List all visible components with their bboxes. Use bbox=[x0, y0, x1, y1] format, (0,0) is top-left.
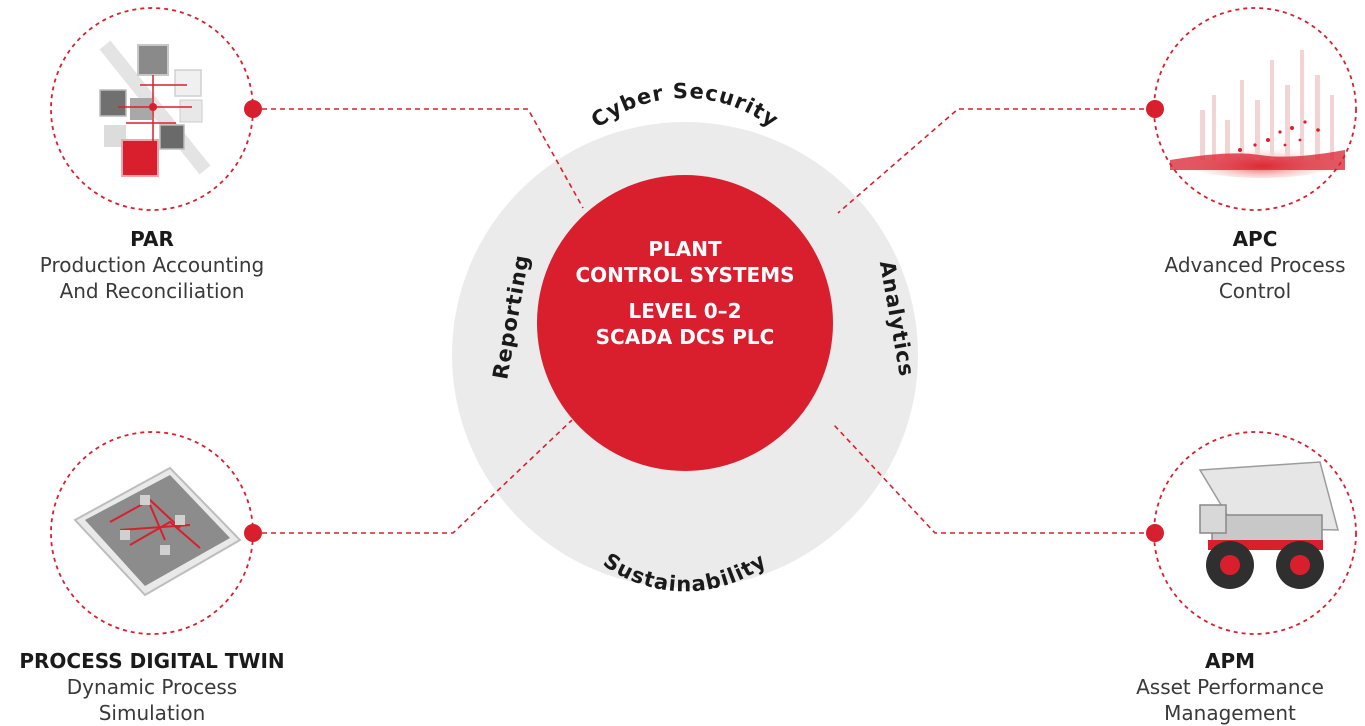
node-apc-label: APC Advanced Process Control bbox=[1105, 226, 1365, 304]
node-par-sub1: Production Accounting bbox=[39, 253, 265, 277]
center-level-line2: SCADA DCS PLC bbox=[595, 325, 775, 349]
node-apc-circle bbox=[1146, 7, 1357, 211]
node-apm-label: APM Asset Performance Management bbox=[1105, 648, 1355, 726]
center-label: PLANT CONTROL SYSTEMS LEVEL 0–2 SCADA DC… bbox=[538, 236, 832, 350]
node-pdt-title: PROCESS DIGITAL TWIN bbox=[19, 649, 285, 673]
node-pdt-label: PROCESS DIGITAL TWIN Dynamic Process Sim… bbox=[2, 648, 302, 726]
node-par-sub2: And Reconciliation bbox=[59, 279, 245, 303]
node-par-title: PAR bbox=[130, 227, 174, 251]
connector-dot-apc bbox=[1146, 100, 1164, 118]
node-apc-sub2: Control bbox=[1218, 279, 1292, 303]
connector-apc bbox=[837, 108, 1153, 214]
center-title-line1: PLANT bbox=[648, 237, 722, 261]
node-apm-sub1: Asset Performance bbox=[1136, 675, 1324, 699]
node-apm-title: APM bbox=[1204, 649, 1256, 673]
mining-truck-icon bbox=[1198, 461, 1339, 589]
node-par-label: PAR Production Accounting And Reconcilia… bbox=[2, 226, 302, 304]
node-apc-title: APC bbox=[1232, 227, 1278, 251]
node-apm-sub2: Management bbox=[1164, 701, 1296, 725]
node-pdt-sub1: Dynamic Process bbox=[66, 675, 238, 699]
connectors bbox=[253, 108, 1153, 534]
connector-dot-par bbox=[244, 100, 262, 118]
node-apc-sub1: Advanced Process bbox=[1164, 253, 1346, 277]
center-title-line2: CONTROL SYSTEMS bbox=[575, 263, 795, 287]
circuit-blocks-icon bbox=[99, 40, 211, 177]
connector-dot-pdt bbox=[244, 524, 262, 542]
node-pdt-sub2: Simulation bbox=[98, 701, 206, 725]
tablet-plant-icon bbox=[73, 466, 242, 597]
connector-dot-apm bbox=[1146, 524, 1164, 542]
center-circle bbox=[537, 175, 833, 471]
center-level-line1: LEVEL 0–2 bbox=[628, 299, 742, 323]
analytics-chart-icon bbox=[1170, 50, 1347, 178]
connector-pdt bbox=[253, 419, 573, 534]
connector-par bbox=[253, 108, 584, 209]
connector-apm bbox=[833, 424, 1153, 534]
